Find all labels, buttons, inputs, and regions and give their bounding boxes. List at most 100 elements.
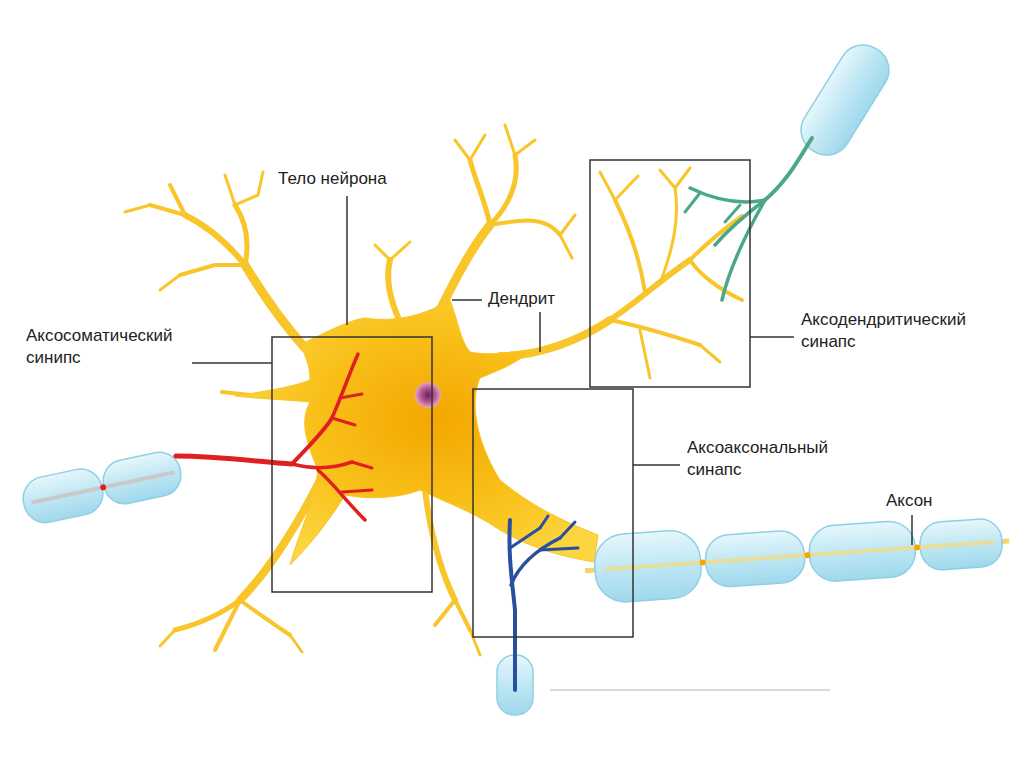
green-axon <box>765 138 812 200</box>
red-axon <box>340 394 362 398</box>
blue-axon <box>509 516 578 690</box>
dendrite <box>225 175 235 205</box>
green-axon <box>725 205 740 222</box>
red-axon <box>332 354 358 418</box>
dendrite <box>615 176 638 200</box>
dendrite <box>180 265 245 275</box>
dendrite <box>160 275 180 290</box>
dendrite <box>440 225 490 310</box>
dendrite <box>240 600 290 635</box>
dendrite <box>245 265 305 348</box>
dendrite <box>185 215 245 265</box>
red-axon <box>19 448 185 526</box>
red-axon <box>292 418 332 464</box>
red-axon <box>332 418 355 425</box>
green-axon <box>690 188 765 202</box>
green-axon <box>715 200 765 245</box>
cell-body <box>235 300 598 565</box>
axon <box>914 544 920 550</box>
dendrite <box>470 135 485 160</box>
blue-axon <box>511 538 560 585</box>
dendrite <box>640 330 650 378</box>
axon <box>583 507 1012 604</box>
leader-line <box>539 312 541 352</box>
dendrite <box>690 216 742 260</box>
dendrite <box>700 345 720 362</box>
dendrite <box>425 490 455 600</box>
part-label: Тело нейрона <box>277 168 388 190</box>
dendrite <box>610 260 690 320</box>
part-label: Аксосоматический синипс <box>25 325 174 369</box>
dendrite <box>215 600 240 650</box>
red-axon <box>342 490 372 492</box>
part-label: Дендрит <box>487 288 556 310</box>
nucleus <box>415 382 441 408</box>
leader-line <box>911 515 913 545</box>
leader-line <box>192 362 272 364</box>
dendrite <box>560 235 572 258</box>
synapse-frame <box>590 160 750 387</box>
blue-axon <box>510 528 540 548</box>
dendrite <box>235 205 247 265</box>
dendrite <box>125 205 150 212</box>
blue-axon <box>560 522 575 538</box>
red-axon <box>100 484 107 491</box>
part-label: Аксодендритический синапс <box>800 309 967 353</box>
dendrite <box>160 630 175 646</box>
dendrite <box>500 320 610 356</box>
leader-line <box>346 196 348 325</box>
blue-axon <box>540 516 548 528</box>
green-axon <box>685 193 700 212</box>
leader-line <box>633 464 680 466</box>
dendrite <box>290 635 302 652</box>
red-axon <box>292 462 352 468</box>
red-axon <box>19 354 372 527</box>
red-axon <box>32 472 175 502</box>
axon <box>804 552 810 558</box>
leader-line <box>750 336 794 338</box>
green-axon <box>685 36 898 300</box>
axon <box>700 559 706 565</box>
part-label: Аксоаксональный синапс <box>686 437 829 481</box>
green-axon <box>722 200 765 300</box>
dendrite <box>470 160 490 225</box>
dendrite <box>470 630 480 655</box>
synapse-frame <box>272 337 432 592</box>
dendrite <box>610 320 700 345</box>
dendrite <box>615 200 645 292</box>
dendrite <box>490 221 560 235</box>
red-axon <box>352 462 372 468</box>
dendrite <box>505 125 515 155</box>
dendrite <box>515 140 535 155</box>
dendrite <box>455 140 470 160</box>
synapse-frame <box>272 160 750 637</box>
leader-line <box>192 196 912 545</box>
dendrite <box>660 170 675 188</box>
dendrite <box>235 172 263 205</box>
red-axon <box>176 354 372 520</box>
red-axon <box>318 470 365 520</box>
rule-line <box>550 689 830 691</box>
dendrite <box>388 260 400 322</box>
red-axon <box>176 456 292 464</box>
dendrite <box>662 188 677 278</box>
blue-axon <box>497 516 578 715</box>
dendrite <box>435 600 455 625</box>
dendrite <box>170 185 185 215</box>
dendrite <box>600 172 615 200</box>
dendrite <box>125 125 742 655</box>
dendrite <box>455 600 470 630</box>
part-label: Аксон <box>885 490 934 512</box>
dendrite <box>175 600 240 630</box>
blue-axon <box>540 548 578 550</box>
dendrite <box>390 242 410 260</box>
leader-line <box>452 299 482 301</box>
dendrite <box>560 215 575 235</box>
dendrite <box>375 245 390 260</box>
green-axon <box>685 138 812 300</box>
dendrite <box>675 168 690 188</box>
dendrite <box>490 155 516 225</box>
axon <box>605 542 994 569</box>
